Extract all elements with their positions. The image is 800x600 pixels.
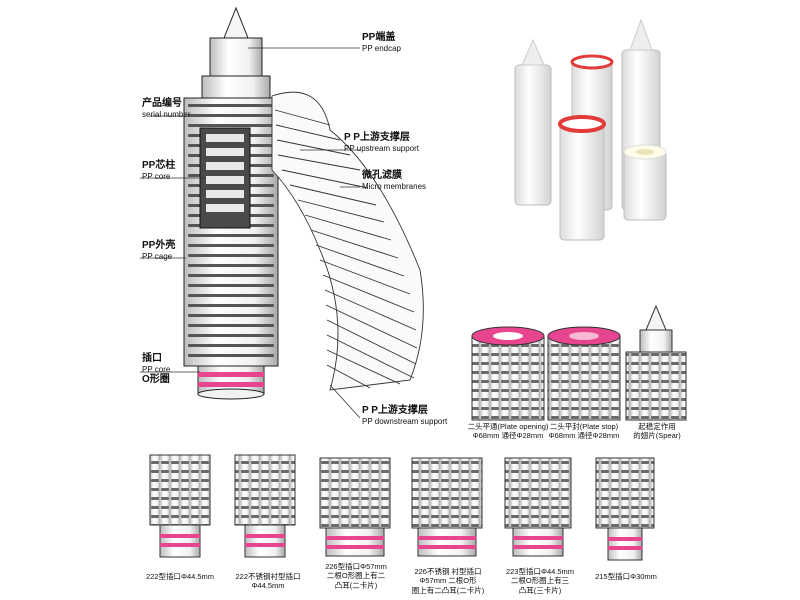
caption-plate-opening-line2: Φ68mm 通径Φ28mm	[472, 431, 544, 441]
label-serial-zh: 产品编号	[142, 98, 182, 109]
caption-spear-line2: 的翅片(Spear)	[633, 431, 681, 441]
adapter-222	[149, 454, 211, 558]
label-oring-zh: O形圈	[142, 373, 170, 385]
endcap-collar	[201, 75, 271, 99]
label-endcap: PP端盖 PP endcap	[362, 32, 401, 53]
caption-adapter-226-ss-line1: 226不锈钢 衬型插口	[414, 567, 482, 576]
caption-adapter-215: 215型插口Φ30mm	[586, 572, 666, 581]
caption-plate-stop: 二头平封(Plate stop) Φ68mm 通径Φ28mm	[544, 422, 624, 441]
label-core-en: PP core	[142, 171, 171, 181]
label-downstream: P P上游支撑层 PP downstream support	[362, 405, 447, 426]
caption-plate-stop-line1: 二头平封(Plate stop)	[549, 422, 619, 431]
caption-adapter-222-ss-line1: 222不锈钢衬型插口Φ44.5mm	[235, 572, 301, 591]
caption-adapter-226-ss-line2: Φ57mm 二根O形	[419, 576, 477, 586]
caption-adapter-223: 223型插口Φ44.5mm 二根O形圈上有三 凸耳(三卡片)	[500, 567, 580, 595]
caption-adapter-226: 226型插口Φ57mm 二根O形圈上有二 凸耳(二卡片)	[318, 562, 394, 590]
adapter-row	[149, 454, 655, 561]
cartridge-photo	[514, 18, 667, 241]
label-core-zh: PP芯柱	[142, 160, 176, 171]
label-cage-en: PP cage	[142, 251, 173, 261]
label-serial-en: serial number	[142, 109, 191, 119]
caption-adapter-226-line2: 二根O形圈上有二	[326, 571, 386, 581]
end-type-plate-stop	[547, 326, 621, 421]
label-cage-zh: PP外壳	[142, 240, 176, 251]
caption-adapter-226-line1: 226型插口Φ57mm	[325, 562, 387, 571]
label-upstream-zh: P P上游支撑层	[344, 132, 410, 143]
o-ring-1	[198, 372, 264, 377]
end-type-plate-opening	[471, 326, 545, 421]
caption-adapter-226-ss-line3: 圈上有二凸耳(二卡片)	[411, 585, 485, 595]
adapter-222-ss	[234, 454, 296, 558]
label-cage: PP外壳 PP cage	[142, 240, 175, 261]
label-endcap-en: PP endcap	[362, 43, 401, 53]
label-plug-en: PP core	[142, 364, 171, 374]
label-downstream-en: PP downstream support	[362, 416, 448, 426]
plug-bottom	[197, 388, 265, 400]
pleated-membrane	[271, 91, 424, 391]
label-membrane: 微孔滤膜 Micro membranes	[362, 170, 426, 191]
caption-adapter-222-ss: 222不锈钢衬型插口Φ44.5mm	[220, 572, 316, 591]
adapter-226-ss	[411, 457, 483, 557]
label-endcap-zh: PP端盖	[362, 32, 396, 43]
adapter-226	[319, 457, 391, 557]
caption-adapter-222-line1: 222型插口Φ44.5mm	[145, 572, 215, 581]
label-downstream-zh: P P上游支撑层	[362, 405, 428, 416]
leader-lines	[140, 47, 361, 419]
main-cartridge	[183, 6, 279, 400]
caption-adapter-222: 222型插口Φ44.5mm	[138, 572, 222, 581]
label-core: PP芯柱 PP core	[142, 160, 175, 181]
label-upstream: P P上游支撑层 PP upstream support	[344, 132, 419, 153]
endcap-neck	[209, 37, 263, 77]
caption-adapter-223-line1: 223型插口Φ44.5mm	[505, 567, 575, 576]
spear-tip	[223, 6, 249, 39]
caption-spear: 起稳定作用 的翅片(Spear)	[624, 422, 690, 441]
adapter-215	[595, 457, 655, 561]
label-serial: 产品编号 serial number	[142, 98, 190, 119]
caption-adapter-226-ss: 226不锈钢 衬型插口 Φ57mm 二根O形 圈上有二凸耳(二卡片)	[404, 567, 492, 595]
adapter-223	[504, 457, 572, 557]
caption-plate-opening-line1: 二头平通(Plate opening)	[467, 422, 549, 431]
caption-adapter-223-line3: 凸耳(三卡片)	[518, 585, 562, 595]
caption-adapter-215-line1: 215型插口Φ30mm	[595, 572, 657, 581]
caption-plate-stop-line2: Φ68mm 通径Φ28mm	[548, 431, 620, 441]
caption-plate-opening: 二头平通(Plate opening) Φ68mm 通径Φ28mm	[466, 422, 550, 441]
caption-adapter-223-line2: 二根O形圈上有三	[510, 576, 570, 586]
label-upstream-en: PP upstream support	[344, 143, 420, 153]
label-membrane-zh: 微孔滤膜	[362, 170, 402, 181]
caption-adapter-226-line3: 凸耳(二卡片)	[334, 580, 378, 590]
label-membrane-en: Micro membranes	[362, 181, 427, 191]
o-ring-2	[198, 382, 264, 387]
caption-spear-line1: 起稳定作用	[638, 422, 676, 431]
label-plug-zh: 插口	[142, 353, 162, 364]
label-plug: 插口 PP core O形圈	[142, 353, 170, 385]
end-type-spear	[625, 304, 687, 421]
